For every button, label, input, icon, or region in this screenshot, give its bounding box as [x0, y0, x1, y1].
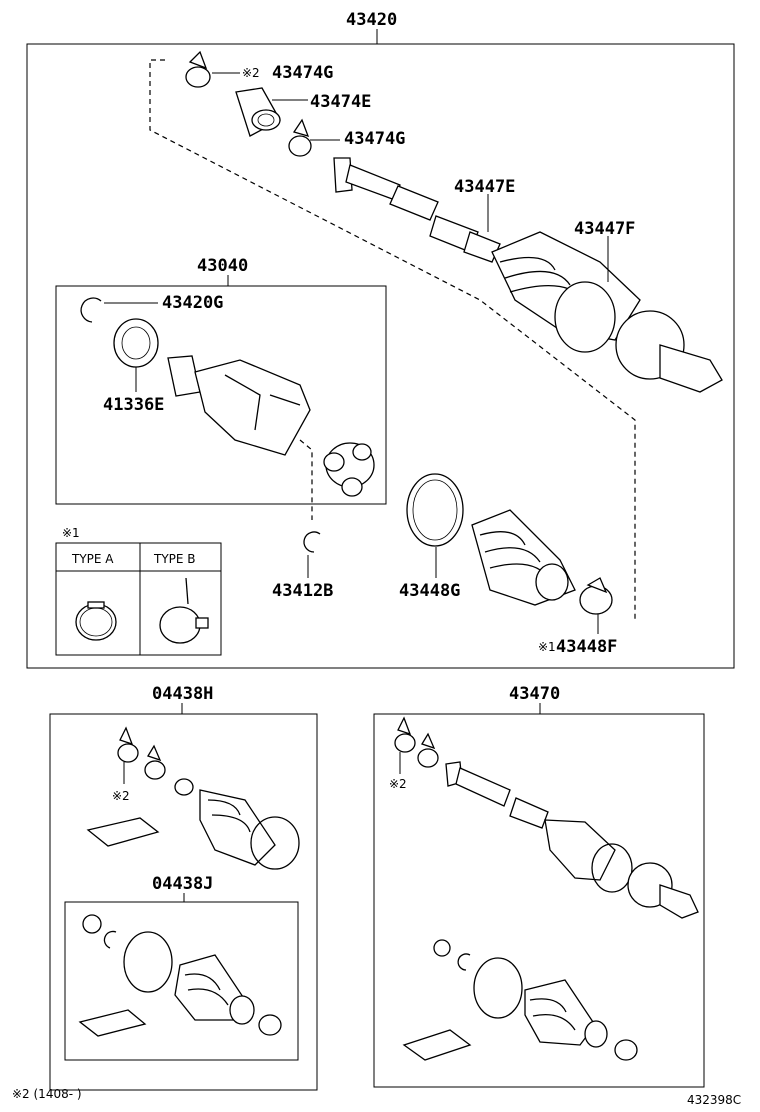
- label-kit-left: 04438H: [152, 684, 213, 704]
- bearing-icon: [113, 318, 159, 368]
- type-header: ※1: [62, 526, 80, 540]
- tripod-joint-icon: [323, 442, 375, 497]
- label-clamp-mid: 43474G: [344, 129, 405, 149]
- type-a-label: TYPE A: [71, 552, 114, 566]
- clamp-top-note: ※2: [242, 66, 260, 80]
- label-bearing: 41336E: [103, 395, 164, 415]
- clamp-bottom-icon: [579, 577, 613, 615]
- clamp-bottom-note: ※1: [538, 640, 556, 654]
- label-boot-small: 43474E: [310, 92, 371, 112]
- clamp-type-a-icon: [75, 601, 117, 641]
- assembly-right-note: ※2: [389, 777, 407, 791]
- label-assembly-right: 43470: [509, 684, 560, 704]
- kit-left-inner-parts-icon: [78, 914, 282, 1037]
- kit-left-frame: [49, 713, 318, 1091]
- clamp-mid-icon: [288, 118, 312, 157]
- label-shaft: 43447E: [454, 177, 515, 197]
- type-b-label: TYPE B: [153, 552, 196, 566]
- kit-left-inner-frame: [64, 901, 299, 1061]
- label-snap-ring: 43420G: [162, 293, 223, 313]
- label-inner-joint-kit: 43040: [197, 256, 248, 276]
- footnote: ※2 (1408- ): [12, 1087, 82, 1101]
- assembly-right-frame: [373, 713, 705, 1088]
- main-assembly-frame: [26, 43, 735, 669]
- boot-band-icon: [406, 473, 464, 547]
- clamp-type-b-icon: [159, 577, 209, 644]
- figure-code: 432398C: [687, 1093, 741, 1107]
- label-boot-outer: 43447F: [574, 219, 635, 239]
- clamp-top-icon: [185, 50, 211, 88]
- kit-left-boot-icon: [199, 789, 300, 870]
- inner-boot-icon: [471, 509, 576, 606]
- type-table: [55, 542, 222, 656]
- assembly-right-clamps-icon: [394, 716, 439, 768]
- dashed-inner: [299, 439, 313, 520]
- label-snap-ring-b: 43412B: [272, 581, 333, 601]
- snap-ring-icon: [80, 297, 102, 323]
- label-boot-band: 43448G: [399, 581, 460, 601]
- boot-small-icon: [235, 87, 281, 137]
- label-clamp-bottom: 43448F: [556, 637, 617, 657]
- outer-boot-icon: [491, 231, 723, 393]
- dashed-boundary: [149, 59, 636, 620]
- kit-left-note: ※2: [112, 789, 130, 803]
- label-kit-left-inner: 04438J: [152, 874, 213, 894]
- label-main-assembly: 43420: [346, 10, 397, 30]
- assembly-right-kit-icon: [402, 939, 638, 1061]
- inner-joint-housing-icon: [167, 355, 311, 456]
- assembly-right-shaft-icon: [445, 761, 699, 919]
- label-clamp-top: 43474G: [272, 63, 333, 83]
- drive-shaft-icon: [333, 157, 501, 263]
- inner-joint-kit-frame: [55, 285, 387, 505]
- snap-ring-b-icon: [303, 531, 321, 553]
- kit-left-grease-icon: [86, 817, 160, 847]
- kit-left-clamps-icon: [117, 726, 194, 796]
